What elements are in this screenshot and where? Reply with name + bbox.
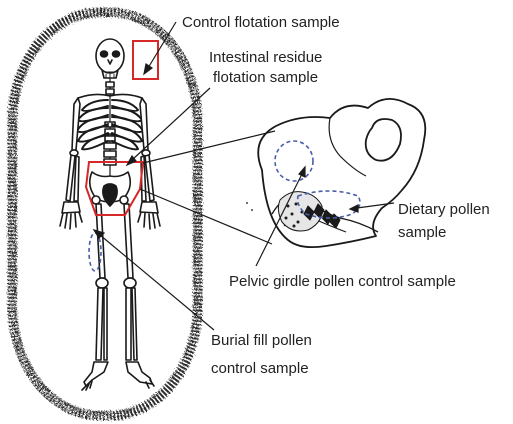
label-intestinal-line2: flotation sample xyxy=(213,69,318,86)
label-dietary-line2: sample xyxy=(398,224,446,241)
skull xyxy=(96,39,124,78)
pelvis xyxy=(90,172,131,206)
label-control-flotation: Control flotation sample xyxy=(182,14,340,31)
label-pelvic-girdle: Pelvic girdle pollen control sample xyxy=(229,273,456,290)
inset-connector-lines xyxy=(140,131,275,244)
label-dietary-line1: Dietary pollen xyxy=(398,201,490,218)
label-burial-line2: control sample xyxy=(211,360,309,377)
label-burial-line1: Burial fill pollen xyxy=(211,332,312,349)
right-arm xyxy=(138,98,160,229)
right-leg xyxy=(124,204,154,388)
label-intestinal-line1: Intestinal residue xyxy=(209,49,322,66)
left-arm xyxy=(60,98,82,229)
